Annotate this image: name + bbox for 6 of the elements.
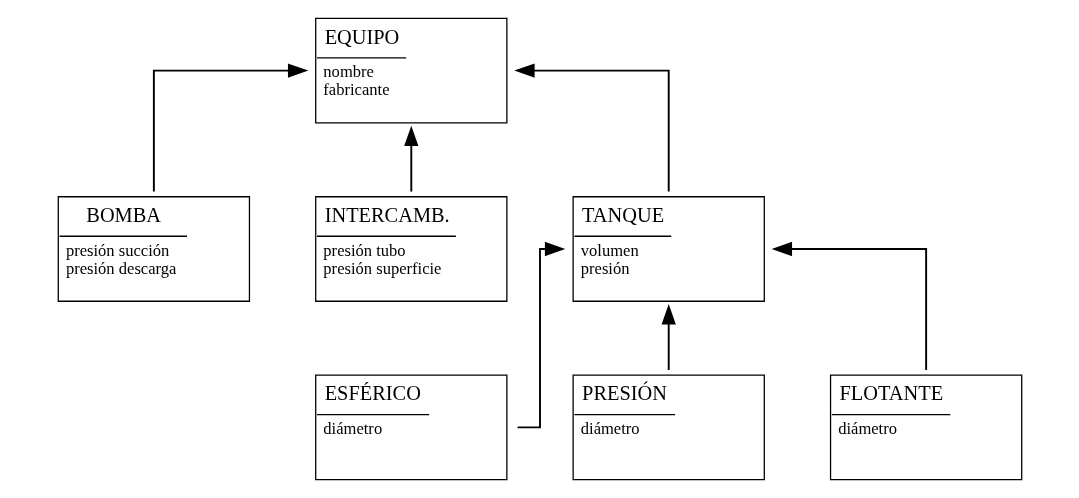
- arrow: [516, 241, 565, 429]
- arrow: [771, 241, 927, 371]
- arrow: [513, 63, 670, 193]
- arrow: [661, 304, 676, 371]
- arrow: [152, 63, 308, 193]
- arrow: [403, 125, 418, 193]
